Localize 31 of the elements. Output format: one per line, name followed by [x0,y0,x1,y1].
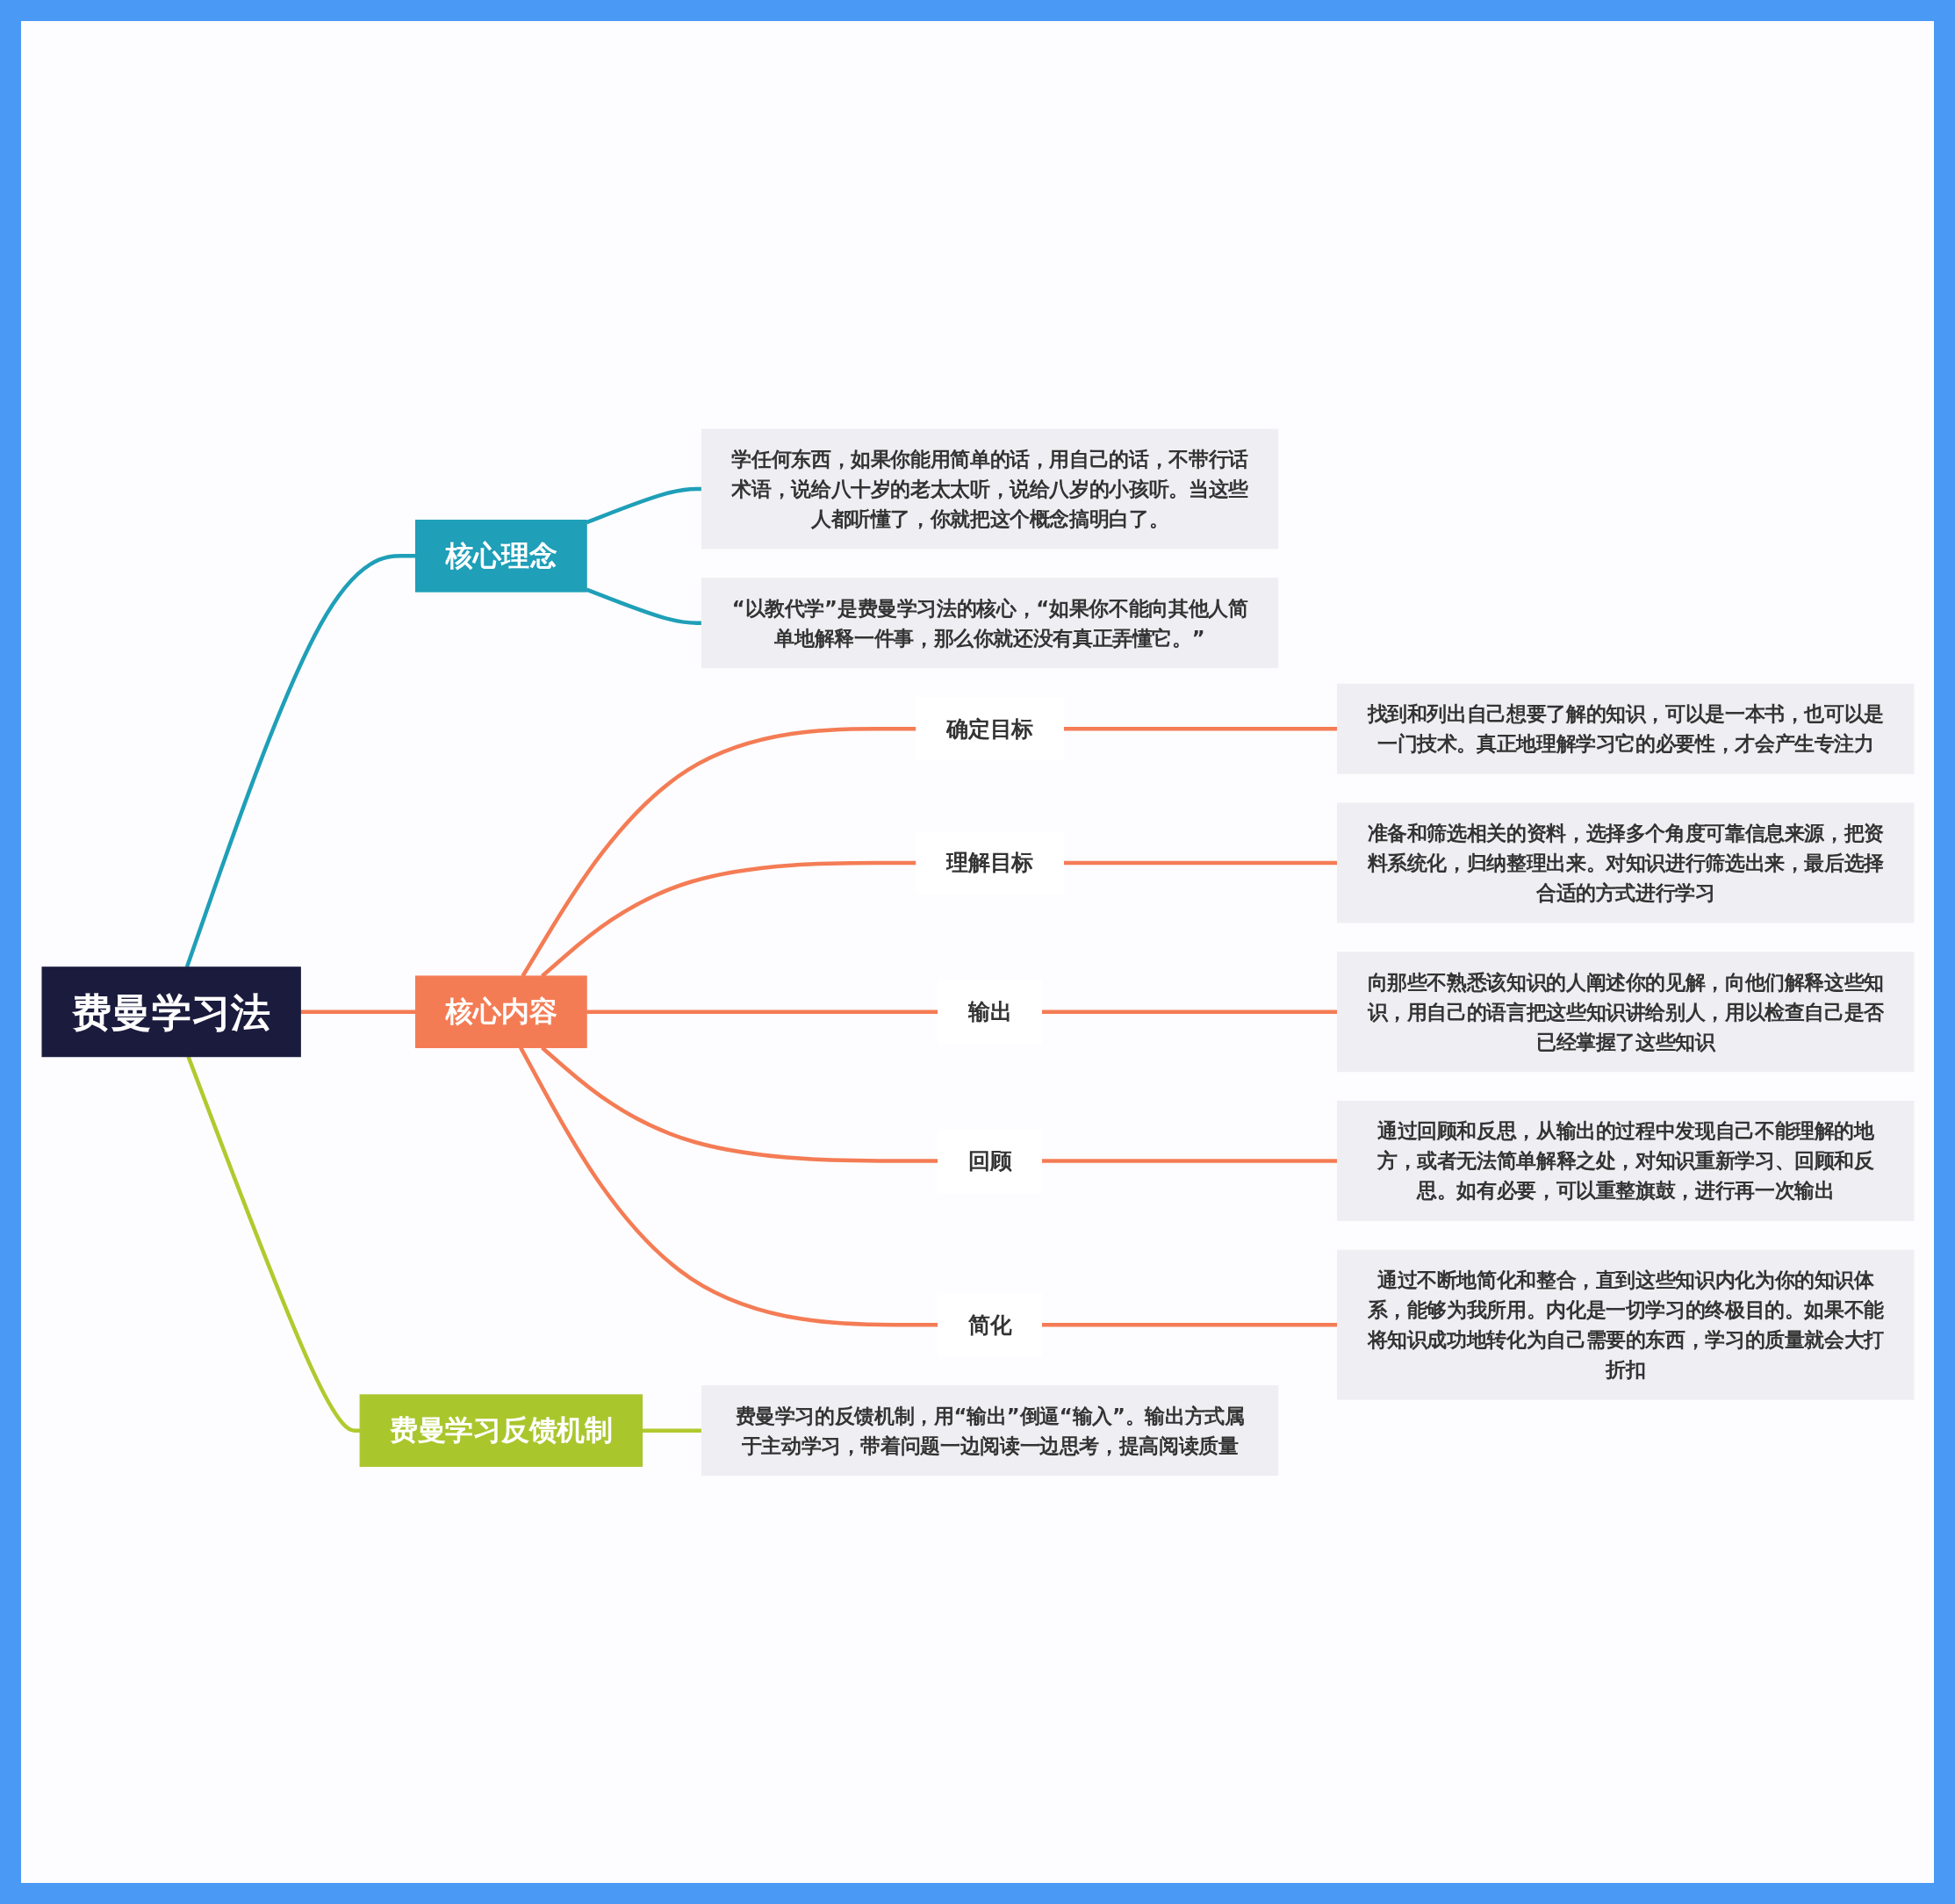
connector [185,1055,360,1433]
node-text: 输出 [967,999,1011,1024]
node-text: 回顾 [967,1147,1011,1174]
connector [518,1046,938,1327]
node-box: 找到和列出自己想要了解的知识，可以是一本书，也可以是一门技术。真正地理解学习它的必要性，才会产生专注力 [1336,683,1914,774]
node-box: 费曼学习法 [41,966,301,1057]
connector [521,726,916,977]
node-text: 理解目标 [945,850,1033,875]
node-box: “以教代学”是费曼学习法的核心，“如果你不能向其他人简单地解释一件事，那么你就还没有真正弄懂它。” [701,577,1278,668]
node-box: 准备和筛选相关的资料，选择多个角度可靠信息来源，把资料系统化，归纳整理出来。对知识进行筛选出来，最后选择合适的方式进行学习 [1336,802,1914,923]
connector [1040,1009,1338,1014]
connector [642,1428,701,1433]
node-text: 简化 [967,1311,1011,1337]
connector [184,553,415,968]
node-box: 学任何东西，如果你能用简单的话，用自己的话，不带行话术语，说给八十岁的老太太听，说给八岁的小孩听。当这些人都听懂了，你就把这个概念搞明白了。 [701,428,1278,550]
connector [1040,1158,1338,1163]
connector [1062,860,1338,865]
connector [299,1009,415,1014]
connector [585,587,701,625]
node-box: 向那些不熟悉该知识的人阐述你的见解，向他们解释这些知识，用自己的语言把这些知识讲给别人，用以检查自己是否已经掌握了这些知识 [1336,951,1914,1072]
node-box: 费曼学习反馈机制 [359,1394,643,1467]
connector [585,486,701,524]
connector [1062,726,1338,731]
node-box: 核心理念 [414,519,587,593]
connector [1040,1322,1338,1327]
node-box: 费曼学习的反馈机制，用“输出”倒逼“输入”。输出方式属于主动学习，带着问题一边阅读一边思考，提高阅读质量 [701,1384,1278,1476]
connector [586,1009,938,1014]
node-text: 确定目标 [945,715,1033,742]
node-box: 通过不断地简化和整合，直到这些知识内化为你的知识体系，能够为我所用。内化是一切学习的终极目的。如果不能将知识成功地转化为自己需要的东西，学习的质量就会大打折扣 [1336,1249,1914,1400]
node-box: 通过回顾和反思，从输出的过程中发现自己不能理解的地方，或者无法简单解释之处，对知识重新学习、回顾和反思。如有必要，可以重整旗鼓，进行再一次输出 [1336,1100,1914,1221]
node-box: 核心内容 [414,975,587,1048]
